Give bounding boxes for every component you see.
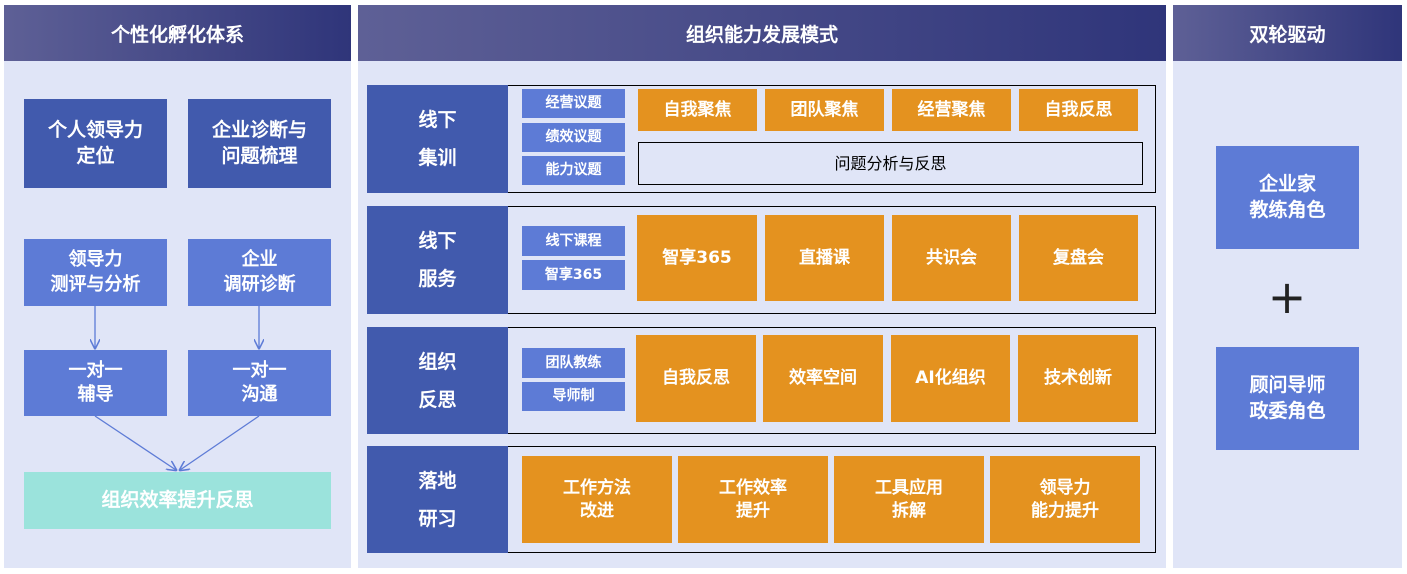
right-panel xyxy=(1173,5,1402,568)
tag: 智享365 xyxy=(522,260,625,290)
item: 智享365 xyxy=(637,215,757,301)
box-enterprise-diagnosis: 企业诊断与 问题梳理 xyxy=(188,99,331,188)
box-leadership-assessment: 领导力 测评与分析 xyxy=(24,239,167,306)
item: 团队聚焦 xyxy=(765,89,884,131)
box-one-on-one-coaching: 一对一 辅导 xyxy=(24,350,167,416)
item: 工作效率 提升 xyxy=(678,456,828,543)
tag: 团队教练 xyxy=(522,348,625,378)
consultant-mentor-role: 顾问导师 政委角色 xyxy=(1216,347,1359,450)
tag: 经营议题 xyxy=(522,89,625,118)
item: 领导力 能力提升 xyxy=(990,456,1140,543)
problem-analysis-box: 问题分析与反思 xyxy=(638,142,1143,185)
item: 技术创新 xyxy=(1018,335,1138,422)
item: AI化组织 xyxy=(891,335,1010,422)
item: 自我反思 xyxy=(1019,89,1138,131)
item: 工具应用 拆解 xyxy=(834,456,984,543)
box-efficiency-reflection: 组织效率提升反思 xyxy=(24,472,331,529)
plus-icon: + xyxy=(1267,269,1307,324)
item: 工作方法 改进 xyxy=(522,456,672,543)
tag: 导师制 xyxy=(522,382,625,411)
middle-panel-title: 组织能力发展模式 xyxy=(358,5,1166,61)
left-panel-title: 个性化孵化体系 xyxy=(4,5,351,61)
flow-arrows xyxy=(0,306,360,574)
entrepreneur-coach-role: 企业家 教练角色 xyxy=(1216,146,1359,249)
tag: 线下课程 xyxy=(522,226,625,256)
tag: 绩效议题 xyxy=(522,123,625,152)
item: 效率空间 xyxy=(763,335,883,422)
right-panel-title: 双轮驱动 xyxy=(1173,5,1402,61)
item: 复盘会 xyxy=(1019,215,1138,301)
item: 直播课 xyxy=(765,215,884,301)
row-label: 组织 反思 xyxy=(367,327,508,434)
item: 经营聚焦 xyxy=(892,89,1011,131)
item: 自我聚焦 xyxy=(638,89,757,131)
box-leadership-positioning: 个人领导力 定位 xyxy=(24,99,167,188)
row-label: 线下 集训 xyxy=(367,85,508,193)
row-label: 落地 研习 xyxy=(367,446,508,553)
item: 共识会 xyxy=(892,215,1011,301)
row-label: 线下 服务 xyxy=(367,206,508,314)
box-enterprise-research: 企业 调研诊断 xyxy=(188,239,331,306)
tag: 能力议题 xyxy=(522,156,625,185)
item: 自我反思 xyxy=(636,335,756,422)
box-one-on-one-communication: 一对一 沟通 xyxy=(188,350,331,416)
